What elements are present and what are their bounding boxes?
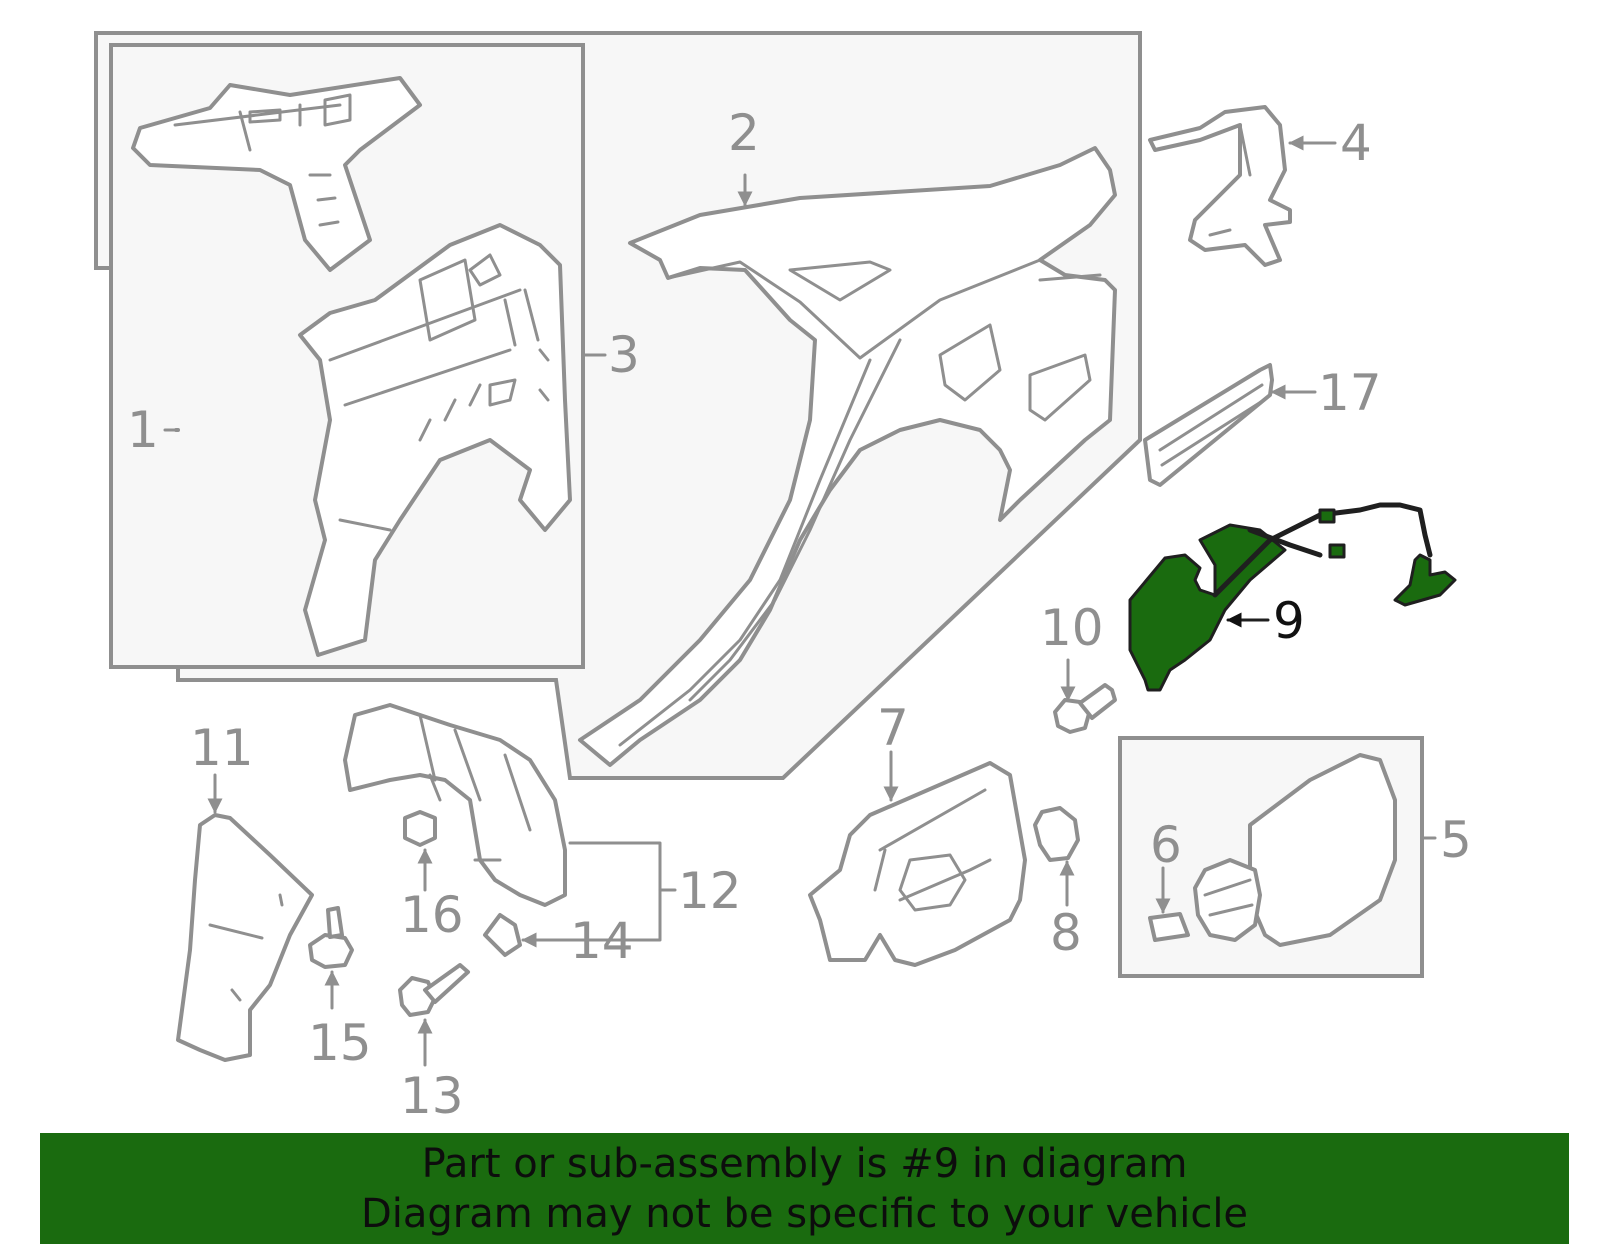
clip-part-14 xyxy=(483,913,522,957)
callout-9: 9 xyxy=(1273,592,1305,650)
fuel-door-actuator-part-9 xyxy=(1128,502,1457,692)
quarter-panel-part xyxy=(578,146,1117,767)
bolt-part-13 xyxy=(398,963,470,1017)
inner-wheelhouse-part xyxy=(298,223,572,657)
liner-part-11 xyxy=(176,813,314,1062)
wheelhouse-liner-part-12 xyxy=(343,703,567,907)
callout-6: 6 xyxy=(1150,816,1182,874)
callout-13: 13 xyxy=(400,1067,464,1125)
callout-4: 4 xyxy=(1340,114,1372,172)
bolt-part-10 xyxy=(1053,683,1117,734)
banner-line-part: Part or sub-assembly is #9 in diagram xyxy=(421,1140,1188,1187)
bracket-4-part xyxy=(1148,105,1292,267)
rail-bracket-part xyxy=(131,76,422,272)
callout-11: 11 xyxy=(190,719,254,777)
callout-15: 15 xyxy=(308,1014,372,1072)
callout-10: 10 xyxy=(1040,599,1104,657)
fuel-door-part-5 xyxy=(1193,753,1397,947)
callout-3: 3 xyxy=(608,326,640,384)
callout-1: 1 xyxy=(127,401,159,459)
callout-17: 17 xyxy=(1318,364,1382,422)
info-banner: Part or sub-assembly is #9 in diagram Di… xyxy=(40,1133,1569,1244)
grommet-part-8 xyxy=(1033,806,1080,862)
callout-7: 7 xyxy=(877,699,909,757)
banner-line-disclaimer: Diagram may not be specific to your vehi… xyxy=(360,1190,1249,1237)
callout-16: 16 xyxy=(400,886,464,944)
callout-2: 2 xyxy=(728,104,760,162)
callout-8: 8 xyxy=(1050,904,1082,962)
nut-part-16 xyxy=(403,810,437,847)
callout-12: 12 xyxy=(678,862,742,920)
fuel-filler-housing-part-7 xyxy=(808,761,1027,967)
part-17 xyxy=(1143,363,1274,487)
part-6 xyxy=(1148,912,1190,942)
callout-14: 14 xyxy=(570,912,634,970)
leader-lines xyxy=(163,135,1437,1067)
screw-part-15 xyxy=(308,906,354,969)
parts-diagram: 1 2 3 4 17 9 10 5 6 7 8 11 12 16 14 15 1… xyxy=(94,31,1472,1125)
callout-5: 5 xyxy=(1440,811,1472,869)
